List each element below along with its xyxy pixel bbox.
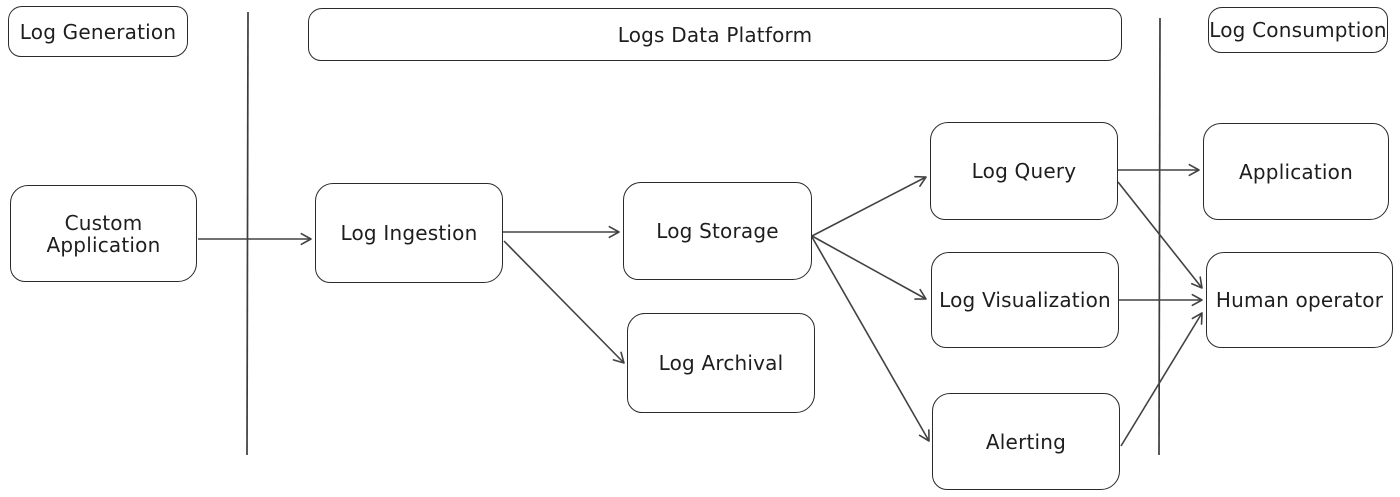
node-log-storage: Log Storage (623, 182, 812, 280)
node-human-operator: Human operator (1206, 252, 1393, 348)
arrow-log-ingestion-to-log-archival (503, 240, 625, 364)
node-label: Human operator (1215, 288, 1384, 312)
node-label: Log Ingestion (340, 221, 478, 245)
arrow-log-storage-to-alerting (811, 236, 930, 442)
node-custom-application: Custom Application (10, 185, 197, 282)
node-alerting: Alerting (932, 393, 1120, 490)
divider-generation-platform (246, 11, 249, 456)
node-label: Log Storage (656, 219, 779, 243)
node-log-query: Log Query (930, 122, 1118, 220)
section-label-log-generation: Log Generation (8, 6, 188, 57)
node-label: Log Visualization (939, 288, 1111, 312)
arrow-log-storage-to-log-visualization (811, 235, 927, 300)
node-label: Custom Application (46, 210, 161, 257)
arrow-log-storage-to-log-query (811, 175, 927, 237)
section-label-text: Log Consumption (1209, 18, 1387, 42)
section-label-log-consumption: Log Consumption (1208, 7, 1388, 53)
section-label-text: Logs Data Platform (617, 22, 813, 47)
node-log-archival: Log Archival (627, 313, 815, 413)
node-label: Log Query (971, 159, 1077, 183)
arrow-log-query-to-human-operator (1117, 181, 1203, 289)
node-application: Application (1203, 123, 1389, 220)
divider-platform-consumption (1158, 17, 1161, 456)
node-label: Alerting (985, 429, 1067, 454)
arrow-alerting-to-human-operator (1120, 312, 1203, 447)
section-label-logs-data-platform: Logs Data Platform (308, 8, 1122, 61)
node-label: Application (1239, 159, 1353, 184)
node-label: Log Archival (658, 351, 784, 375)
node-log-ingestion: Log Ingestion (315, 183, 503, 283)
node-log-visualization: Log Visualization (931, 252, 1119, 348)
section-label-text: Log Generation (19, 19, 177, 44)
